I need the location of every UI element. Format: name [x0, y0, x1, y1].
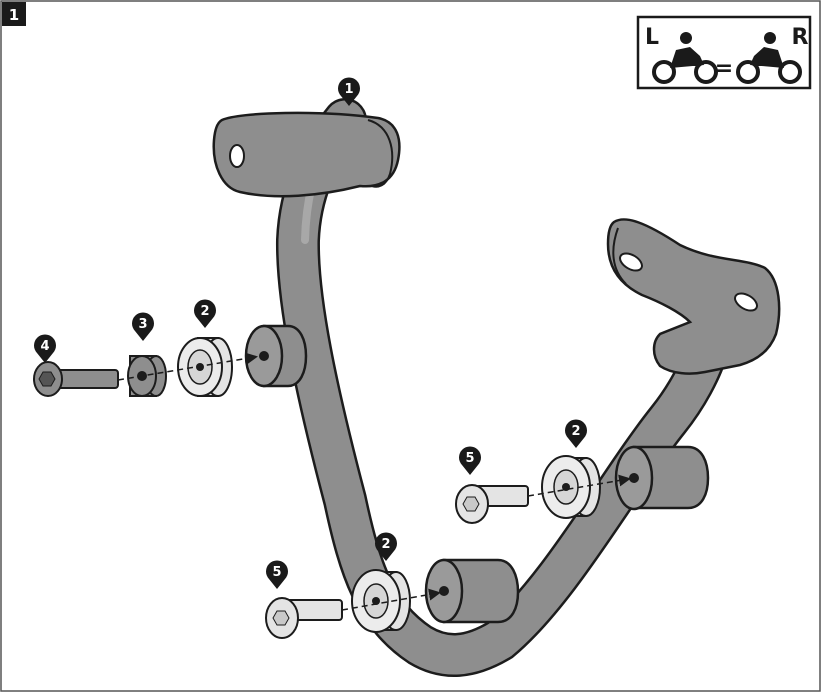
rubber-spacer: [177, 337, 233, 397]
assembly-axis-line: [117, 352, 258, 381]
rubber-spacer: [351, 569, 411, 633]
countersunk-bolt: [455, 484, 529, 524]
callout-label: 2: [200, 304, 209, 319]
callout-label: 5: [272, 565, 281, 580]
callout-marker: 3: [131, 312, 154, 341]
mounting-hole: [734, 292, 758, 312]
right-label: R: [792, 25, 809, 50]
step-badge: 1: [2, 2, 26, 26]
bracket-boss: [424, 558, 520, 624]
callout-label: 5: [465, 451, 474, 466]
assembly-axis-line: [527, 474, 631, 497]
left-fastener-assembly: [33, 337, 258, 397]
callout-marker: 5: [266, 560, 288, 589]
mounting-hole: [619, 252, 643, 272]
bottom-fastener-assembly: [265, 569, 441, 639]
mounting-hole: [229, 144, 245, 168]
motorcycle-rider-icon: [652, 32, 718, 84]
left-label: L: [645, 25, 659, 50]
callout-label: 2: [571, 424, 580, 439]
right-mounting-plate: [606, 218, 781, 375]
socket-head-bolt: [33, 361, 119, 397]
equals-sign: =: [715, 56, 733, 81]
callout-label: 4: [40, 339, 49, 354]
rubber-spacer: [541, 455, 601, 519]
callout-label: 1: [344, 82, 353, 97]
callout-marker: 2: [194, 299, 217, 328]
callout-marker: 1: [338, 77, 361, 106]
callout-label: 2: [381, 537, 390, 552]
callout-marker: 4: [34, 334, 56, 363]
left-right-symmetric-badge: L R =: [636, 15, 812, 90]
bracket-boss: [614, 445, 710, 511]
countersunk-bolt: [265, 597, 343, 639]
right-fastener-assembly: [455, 455, 631, 524]
step-number: 1: [9, 6, 19, 24]
callout-label: 3: [138, 317, 147, 332]
motorcycle-rider-icon: [736, 32, 802, 84]
callout-marker: 2: [565, 419, 588, 448]
callout-marker: 5: [458, 446, 481, 475]
small-spacer: [127, 355, 167, 397]
bracket-boss: [244, 324, 308, 388]
callout-marker: 2: [375, 532, 398, 561]
top-mounting-plate: [212, 111, 401, 198]
assembly-axis-line: [341, 588, 441, 611]
